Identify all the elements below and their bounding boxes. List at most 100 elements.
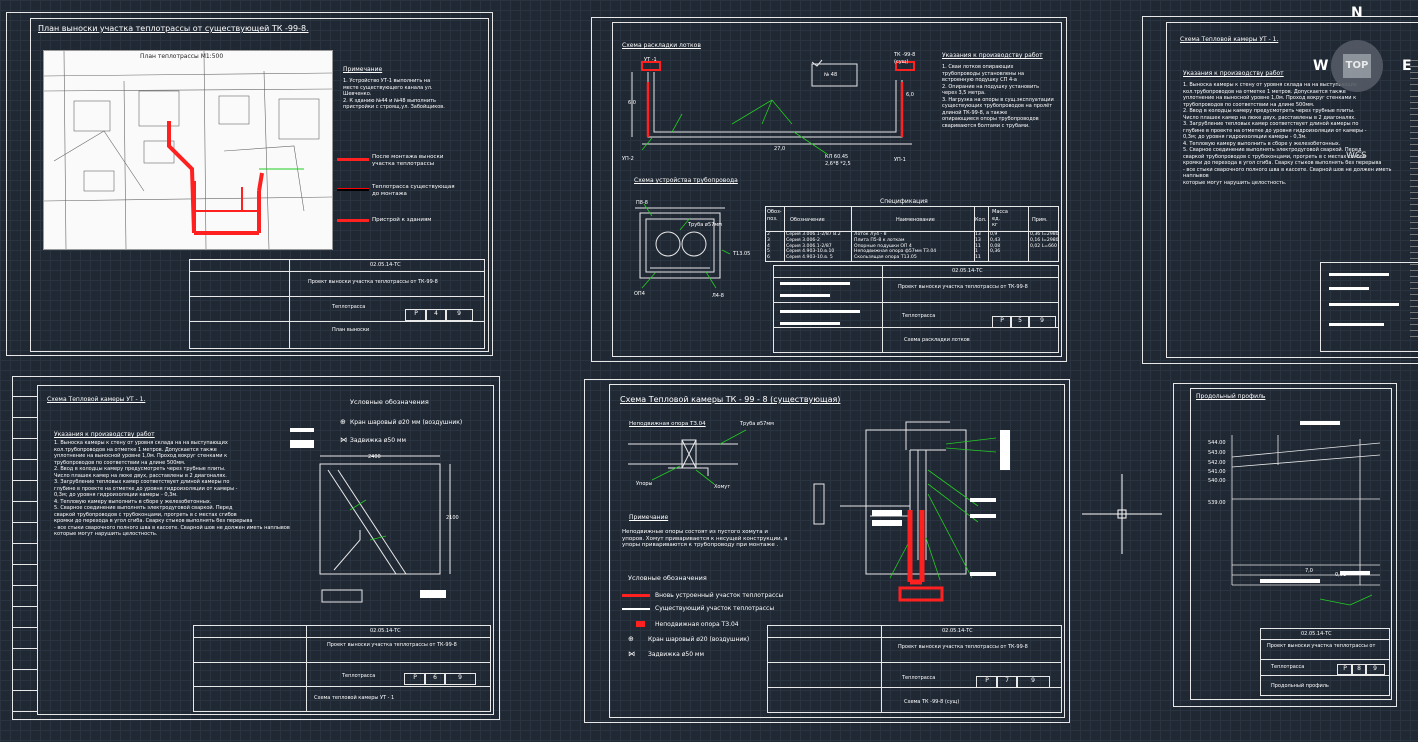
legend-s7-existing: Существующий участок теплотрассы xyxy=(655,605,775,612)
spec-cell: Серия 4.903-10.в.10 xyxy=(786,249,835,255)
profile-dim-0: 7,0 xyxy=(1305,568,1313,574)
stage-cell: Р xyxy=(405,309,427,321)
notes-title-s6: Указания к производству работ xyxy=(1183,70,1284,77)
legend-title-s6b: Условные обозначения xyxy=(350,398,429,406)
spec-header-name: Наименование xyxy=(896,217,935,223)
label-h1: 6,0 xyxy=(628,100,636,106)
spec-header-mass: Масса ед. кг xyxy=(992,209,1008,228)
profile-drawing xyxy=(1231,421,1381,606)
legend-s6b-gate: Задвижка ø50 мм xyxy=(350,437,406,444)
sheets-total-cell: 9 xyxy=(1365,664,1385,675)
legend-new-label: После монтажа выноски участка теплотрасс… xyxy=(372,154,444,167)
notes-title-s6b: Указания к производству работ xyxy=(54,431,155,438)
sheets-total-cell: 9 xyxy=(1016,676,1050,688)
doc-code: 02.05.14-ТС xyxy=(370,628,401,634)
sheet-4-frame xyxy=(30,18,489,352)
title-block-s4: 02.05.14-ТС Проект выноски участка тепло… xyxy=(189,259,485,349)
sheets-total-cell: 9 xyxy=(1028,316,1056,328)
compass-west[interactable]: W xyxy=(1313,58,1329,74)
sheet-6-title: Схема Тепловой камеры УТ - 1. xyxy=(1180,36,1279,43)
sheet-no-cell: 8 xyxy=(1351,664,1367,675)
spec-header-qty: Кол. xyxy=(975,217,987,223)
level-3: 541.00 xyxy=(1208,469,1226,475)
spec-cell: Скользящая опора Т13.05 xyxy=(854,255,917,261)
sheet-6[interactable] xyxy=(1142,16,1418,364)
pipe-label-s7: Труба ø57мм xyxy=(740,421,774,427)
spec-cell: 11 xyxy=(975,243,981,249)
sheet-7-title: Схема Тепловой камеры ТК - 99 - 8 (сущес… xyxy=(620,395,841,404)
label-h2: 6,0 xyxy=(906,92,914,98)
notes-text-s5: 1. Сваи лотков опирающих трубопроводы ус… xyxy=(942,64,1054,129)
sheet-7[interactable] xyxy=(584,379,1070,723)
label-dim: 27,0 xyxy=(774,146,786,152)
notes-text-s6: 1. Выноска камеры к стену от уровня скла… xyxy=(1183,82,1392,186)
project-name: Проект выноски участка теплотрассы от ТК… xyxy=(308,279,438,285)
sheet-5-frame xyxy=(612,22,1062,357)
legend-existing-line xyxy=(337,188,369,191)
pipe-label-pipe: Труба ø57мм xyxy=(688,222,722,228)
pipe-label-tl: Т13.05 xyxy=(733,251,751,257)
wcs-menu[interactable]: WCS xyxy=(1346,151,1367,161)
viewcube[interactable]: TOP xyxy=(1331,40,1383,92)
pipe-section-drawing xyxy=(635,203,731,289)
org-name: Теплотрасса xyxy=(332,304,366,310)
sheet-6b-frame xyxy=(37,385,494,715)
sheet-no-cell: 6 xyxy=(424,673,446,685)
doc-code: 02.05.14-ТС xyxy=(1301,631,1332,637)
legend-s7-valve: Кран шаровый ø20 (воздушник) xyxy=(648,636,750,643)
label-n48: № 48 xyxy=(824,72,838,78)
note-text-s7: Неподвижные опоры состоят из пустого хом… xyxy=(622,529,788,548)
legend-new-line xyxy=(337,158,369,161)
notes-text-s6b: 1. Выноска камеры к стену от уровня скла… xyxy=(54,440,290,537)
legend-existing-label: Теплотрасса существующая до монтажа xyxy=(372,184,455,197)
sheet-name: Схема раскладки лотков xyxy=(904,337,970,343)
spec-cell: 5 xyxy=(767,249,770,255)
pipe-label-lb: Л4-8 xyxy=(712,293,724,299)
sheet-5[interactable] xyxy=(591,17,1067,362)
spec-cell: 13 xyxy=(975,237,981,243)
sheet-no-cell: 7 xyxy=(996,676,1018,688)
sheet-6-frame xyxy=(1166,22,1418,358)
org-name: Теплотрасса xyxy=(342,673,376,679)
sheet-4[interactable] xyxy=(6,12,493,356)
viewcube-top-face[interactable]: TOP xyxy=(1343,54,1371,78)
sheet-name: Схема ТК -99-8 (сущ) xyxy=(904,699,960,705)
legend-s7-new-line xyxy=(622,594,650,597)
pipe-scheme-title: Схема устройства трубопровода xyxy=(634,177,738,184)
legend-s7-gate: Задвижка ø50 мм xyxy=(648,651,704,658)
legend-gate-icon: ⋈ xyxy=(340,436,347,444)
compass-north[interactable]: N xyxy=(1351,5,1363,21)
spec-cell: 0,16 I=2980 xyxy=(1030,237,1059,243)
sheet-5-title: Схема раскладки лотков xyxy=(622,42,701,49)
spec-cell: Серия 3.006.1-2/87 xyxy=(786,243,832,249)
crosshair-cursor[interactable] xyxy=(1082,474,1162,554)
plan-scale-label: План теплотрассы М1:500 xyxy=(140,53,224,60)
project-name: Проект выноски участка теплотрассы от ТК… xyxy=(898,644,1028,650)
project-name: Проект выноски участка теплотрассы от xyxy=(1267,643,1376,649)
spec-header-note: Прим. xyxy=(1032,217,1048,223)
site-plan-image: План теплотрассы М1:500 xyxy=(43,50,333,250)
spec-cell: Серия 3.006.1-2/87 В.2 xyxy=(786,232,841,237)
title-block-s6 xyxy=(1320,262,1418,352)
sheet-8[interactable] xyxy=(1173,383,1397,707)
legend-s7-existing-line xyxy=(622,608,650,610)
legend-s7-gate-icon: ⋈ xyxy=(628,650,635,658)
support-drawing xyxy=(628,429,747,485)
spec-cell: 1 xyxy=(975,249,978,255)
doc-code: 02.05.14-ТС xyxy=(370,262,401,268)
sheet-6b-title: Схема Тепловой камеры УТ - 1. xyxy=(47,396,146,403)
project-name: Проект выноски участка теплотрассы от ТК… xyxy=(327,642,457,648)
spec-cell: Плита П5-8 к лоткам xyxy=(854,237,905,243)
title-block-s8: 02.05.14-ТС Проект выноски участка тепло… xyxy=(1260,628,1390,696)
stage-cell: Р xyxy=(976,676,998,688)
profile-dim-1: 0,01 xyxy=(1335,572,1347,578)
legend-s7-new: Вновь устроенный участок теплотрассы xyxy=(655,592,784,599)
sheets-total-cell: 9 xyxy=(445,309,473,321)
sheet-7-frame xyxy=(609,384,1065,718)
compass-east[interactable]: E xyxy=(1402,58,1412,74)
chamber-tk-drawing xyxy=(813,421,1010,602)
